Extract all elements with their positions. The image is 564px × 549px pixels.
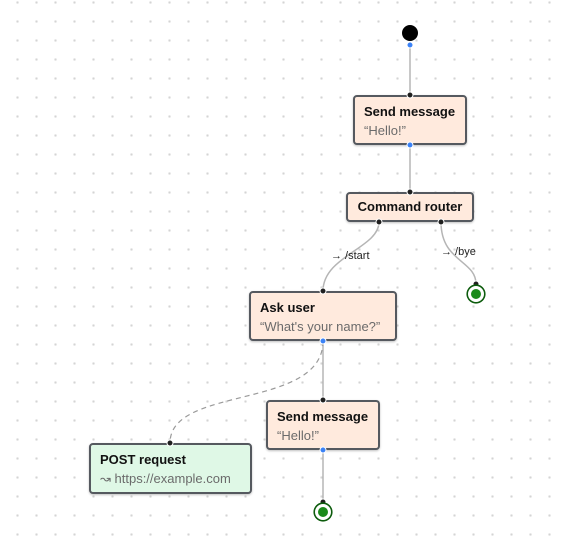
end-node[interactable] xyxy=(468,286,484,302)
edge-label-start: → /start xyxy=(331,250,370,262)
node-title: Ask user xyxy=(260,300,315,315)
send-message-node[interactable]: Send message “Hello!” xyxy=(353,95,467,145)
edge-ask-user-to-post-request xyxy=(169,340,324,444)
node-subtitle: “What's your name?” xyxy=(260,319,381,334)
send-message-input-handle[interactable] xyxy=(319,396,327,404)
ask-user-input-handle[interactable] xyxy=(319,287,327,295)
edge-label-bye: → /bye xyxy=(441,246,476,258)
node-title: POST request xyxy=(100,452,186,467)
end-node[interactable] xyxy=(315,504,331,520)
node-title: Send message xyxy=(277,409,369,424)
send-message-output-handle[interactable] xyxy=(319,446,327,454)
command-router-start-output-handle[interactable] xyxy=(375,218,383,226)
edge-router-to-end xyxy=(440,221,477,285)
start-node-output-handle[interactable] xyxy=(406,41,414,49)
edge-router-to-ask-user xyxy=(322,221,380,292)
post-request-node[interactable]: POST request ↝ https://example.com xyxy=(89,443,252,494)
post-request-input-handle[interactable] xyxy=(166,439,174,447)
node-subtitle: “Hello!” xyxy=(364,123,406,138)
send-message-output-handle[interactable] xyxy=(406,141,414,149)
command-router-bye-output-handle[interactable] xyxy=(437,218,445,226)
command-router-node[interactable]: Command router xyxy=(346,192,474,222)
ask-user-output-handle[interactable] xyxy=(319,337,327,345)
node-subtitle: “Hello!” xyxy=(277,428,319,443)
send-message-input-handle[interactable] xyxy=(406,91,414,99)
start-node[interactable] xyxy=(402,25,418,41)
send-message-node[interactable]: Send message “Hello!” xyxy=(266,400,380,450)
node-title: Command router xyxy=(357,199,463,214)
node-subtitle: ↝ https://example.com xyxy=(100,471,231,486)
node-title: Send message xyxy=(364,104,456,119)
command-router-input-handle[interactable] xyxy=(406,188,414,196)
ask-user-node[interactable]: Ask user “What's your name?” xyxy=(249,291,397,341)
